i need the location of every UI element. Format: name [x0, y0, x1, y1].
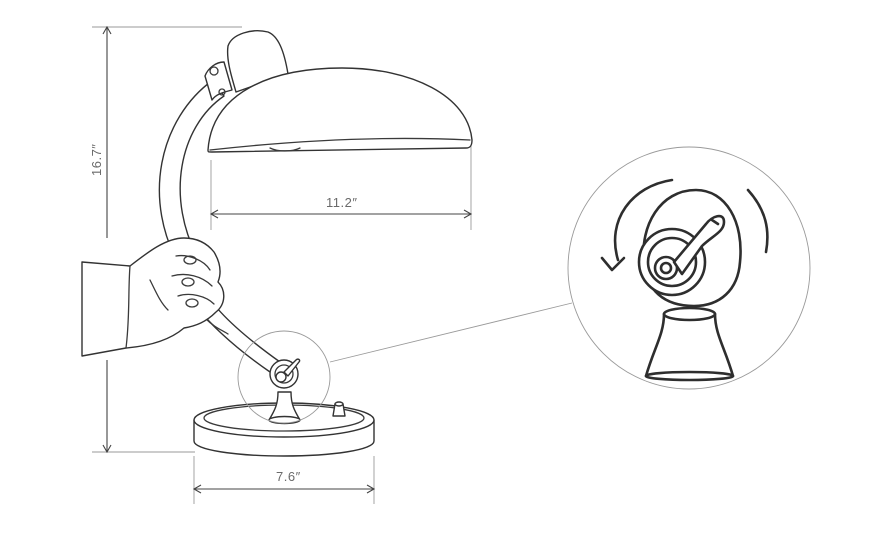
lamp-shade [207, 30, 473, 153]
knob-highlight [237, 330, 331, 424]
base-width-label: 7.6″ [276, 469, 301, 484]
zoom-callout [567, 146, 811, 390]
shade-width-label: 11.2″ [326, 195, 357, 210]
switch-icon [332, 401, 346, 417]
lamp-base [193, 391, 375, 457]
height-label: 16.7″ [89, 144, 104, 176]
height-dimension: 16.7″ [89, 25, 242, 454]
base-width-dimension: 7.6″ [192, 456, 376, 504]
callout-leader-line [329, 302, 573, 363]
shade-width-dimension: 11.2″ [209, 146, 473, 230]
hand-illustration [81, 237, 225, 357]
rotary-knob-icon [637, 188, 742, 308]
counterclockwise-arrow-icon [600, 178, 769, 272]
